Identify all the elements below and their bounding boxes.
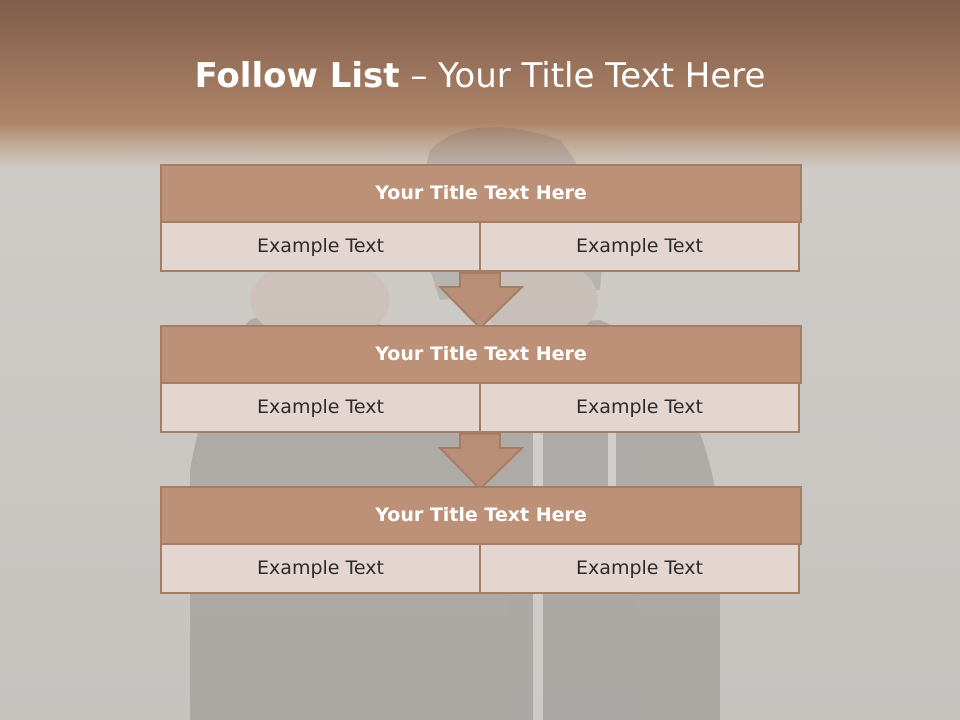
- header-band: [0, 0, 960, 170]
- slide-title-rest: Your Title Text Here: [438, 56, 766, 96]
- block-cell-right: Example Text: [479, 543, 800, 594]
- slide-title-separator: –: [410, 56, 428, 96]
- block-title: Your Title Text Here: [160, 486, 802, 545]
- slide-title: Follow List – Your Title Text Here: [0, 52, 960, 102]
- block-cell-right: Example Text: [479, 382, 800, 433]
- block-cell-left: Example Text: [160, 543, 481, 594]
- down-arrow-icon: [438, 433, 524, 491]
- down-arrow-icon: [438, 272, 524, 330]
- block-cell-left: Example Text: [160, 382, 481, 433]
- block-cell-left: Example Text: [160, 221, 481, 272]
- slide-title-bold: Follow List: [194, 56, 400, 96]
- block-title: Your Title Text Here: [160, 325, 802, 384]
- block-title: Your Title Text Here: [160, 164, 802, 223]
- block-cell-right: Example Text: [479, 221, 800, 272]
